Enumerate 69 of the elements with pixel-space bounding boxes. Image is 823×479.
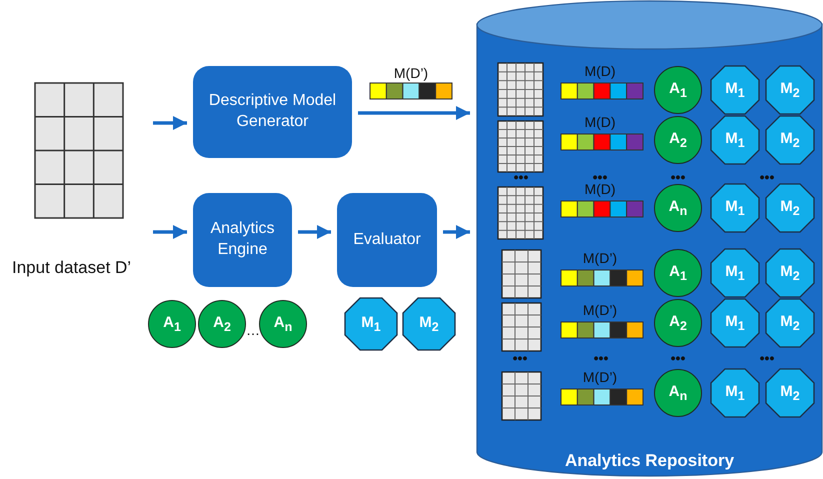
ellipsis: ••• [760,351,774,365]
model-octagon [711,299,759,347]
model-label: M$_{2}$ [780,130,800,150]
model-octagon [711,369,759,417]
box-title: Analytics Engine [209,219,276,260]
model-octagon [766,249,814,297]
ellipsis: ••• [592,170,608,184]
process-box [193,66,352,158]
model-octagon [711,66,759,114]
arrow [443,225,470,239]
algorithm-label: A$_{1}$ [163,314,181,334]
model-label: M$_{2}$ [419,314,439,334]
algorithm-label: A$_{2}$ [669,313,687,333]
model-octagon [345,298,397,350]
model-label: M(D) [584,115,616,129]
ellipsis: ••• [760,170,774,184]
model-octagon [711,249,759,297]
model-label: M(D’) [582,251,618,265]
model-label: M$_{1}$ [725,80,745,100]
ellipsis: ••• [514,170,528,184]
ellipsis: ••• [670,351,686,365]
model-label: M$_{1}$ [725,130,745,150]
model-label: M$_{1}$ [725,313,745,333]
model-octagon [766,184,814,232]
model-octagon [766,369,814,417]
arrow [153,225,187,239]
data-table-drawing [35,83,123,218]
algorithm-label: A$_{n}$ [668,383,688,403]
model-octagon [766,66,814,114]
model-label: M$_{1}$ [725,198,745,218]
ellipsis: ••• [594,351,608,365]
arrow [358,106,470,120]
model-label: M$_{2}$ [780,263,800,283]
box-title: Descriptive Model Generator [208,91,338,132]
algorithm-circle [259,300,307,348]
model-label: M$_{2}$ [780,80,800,100]
model-octagon [711,116,759,164]
algorithm-label: A$_{1}$ [669,80,687,100]
arrow [153,116,187,130]
algorithm-label: A$_{2}$ [213,314,231,334]
algorithm-label: A$_{n}$ [274,314,292,334]
model-label: M(D) [584,64,616,78]
model-octagon [766,116,814,164]
repository-title: Analytics Repository [564,451,734,471]
box-title: Evaluator [353,230,421,250]
algorithm-label: A$_{n}$ [668,198,688,218]
arrow [298,225,331,239]
ellipsis: ••• [670,170,686,184]
ellipsis: … [246,323,260,337]
algorithm-circle [148,300,196,348]
model-octagon [766,299,814,347]
model-label: M(D’) [582,370,618,384]
model-octagon [711,184,759,232]
model-octagon [403,298,455,350]
model-label: M$_{2}$ [780,383,800,403]
algorithm-label: A$_{2}$ [669,130,687,150]
model-label: M$_{2}$ [780,198,800,218]
model-label: M$_{1}$ [725,263,745,283]
model-label: M$_{1}$ [361,314,381,334]
model-label: M$_{1}$ [725,383,745,403]
process-box [193,193,292,287]
algorithm-label: A$_{1}$ [669,263,687,283]
dataset-caption: Input dataset D’ [12,259,132,276]
process-box [337,193,437,287]
ellipsis: ••• [512,351,528,365]
algorithm-circle [198,300,246,348]
model-label: M$_{2}$ [780,313,800,333]
model-label: M(D) [584,182,616,196]
model-label: M(D’) [582,303,618,317]
